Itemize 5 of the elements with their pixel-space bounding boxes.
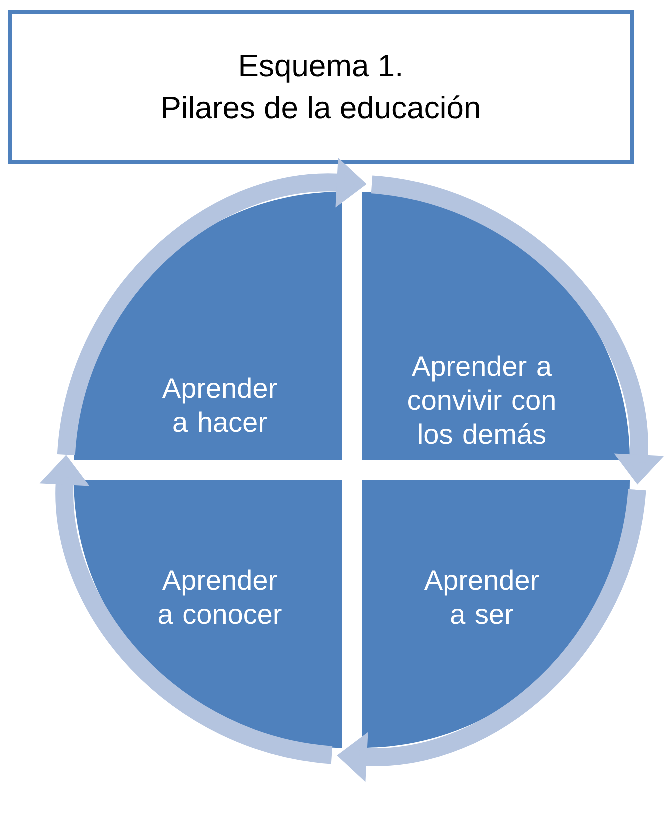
quadrant-sector: Aprender a ser [362,480,630,748]
quadrant-sector: Aprender a convivir con los demás [362,192,630,460]
quadrant-sector: Aprender a hacer [74,192,342,460]
quadrant-sector: Aprender a conocer [74,480,342,748]
title-box: Esquema 1. Pilares de la educación [8,10,634,164]
